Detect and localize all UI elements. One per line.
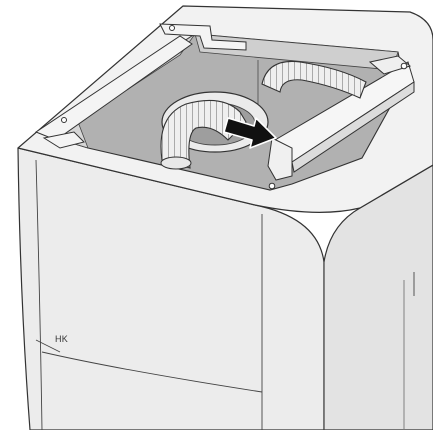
rear-rail [159,23,247,51]
right-rail [267,55,415,190]
rear-hose [261,60,367,99]
front-hose [160,99,247,170]
corner-label: HK [55,334,68,344]
front-panel [17,147,325,430]
side-panel [323,164,433,430]
direction-arrow [223,117,277,149]
panel-lines [35,159,415,430]
left-rail [34,35,193,149]
